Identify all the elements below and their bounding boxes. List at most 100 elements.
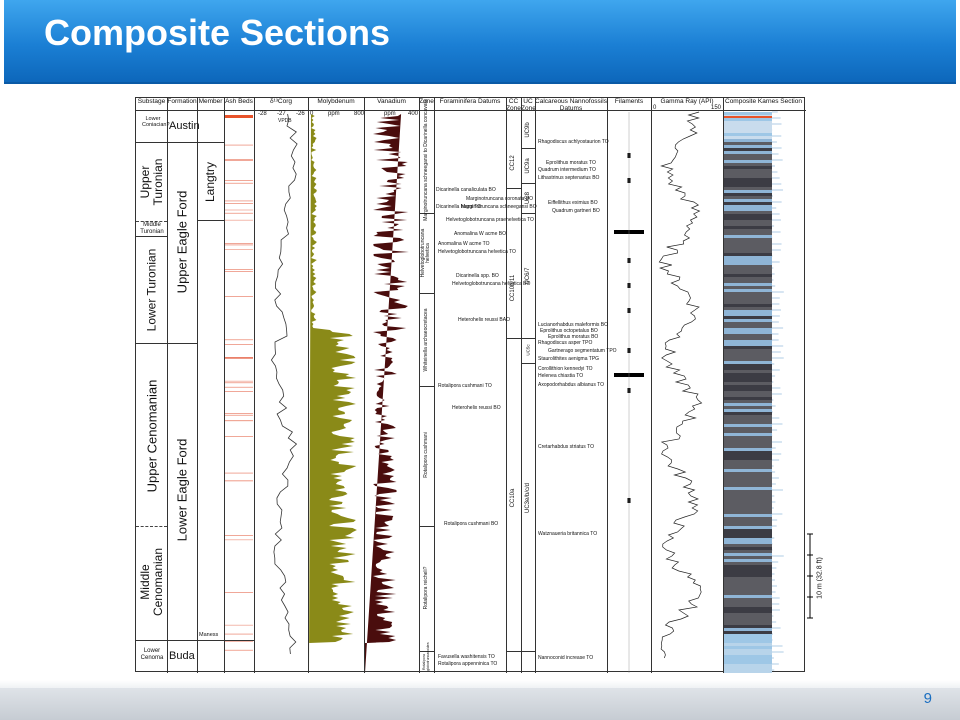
composite-layer xyxy=(724,166,772,169)
composite-layer xyxy=(724,346,772,349)
composite-layer xyxy=(724,589,772,592)
composite-layer xyxy=(724,361,772,364)
v-unit: ppm xyxy=(384,111,396,117)
zone-boundary xyxy=(419,213,434,214)
foram-datum: Helvetoglobotruncana helvetica BO xyxy=(452,281,531,287)
composite-layer xyxy=(724,553,772,556)
nanno-datum: Lithastrinus septenarius BO xyxy=(538,175,600,181)
boundary xyxy=(136,640,254,641)
sep xyxy=(197,98,198,673)
foram-datum: Heterohelix reussi BAO xyxy=(458,317,510,323)
composite-layer xyxy=(724,541,772,544)
composite-layer xyxy=(724,643,772,646)
composite-layer xyxy=(724,403,772,406)
col-formation: Formation xyxy=(167,98,197,105)
sep xyxy=(723,98,724,673)
composite-layer xyxy=(724,658,772,661)
composite-layer xyxy=(724,292,772,295)
composite-layer xyxy=(724,286,772,289)
composite-layer xyxy=(724,379,772,382)
composite-layer xyxy=(724,529,772,532)
composite-layer xyxy=(724,337,772,340)
sep xyxy=(167,98,168,673)
composite-layer xyxy=(724,655,772,658)
composite-layer xyxy=(724,301,772,304)
gr-max: 150 xyxy=(711,105,722,111)
nanno-datum: Helenea chiastia TO xyxy=(538,373,584,379)
d13c-tick: -27 xyxy=(277,111,286,117)
composite-layer xyxy=(724,415,772,418)
composite-layer xyxy=(724,544,772,547)
composite-layer xyxy=(724,280,772,283)
composite-layer xyxy=(724,388,772,391)
composite-layer xyxy=(724,625,772,628)
composite-layer xyxy=(724,400,772,403)
sep xyxy=(535,98,536,673)
composite-layer xyxy=(724,226,772,229)
composite-layer xyxy=(724,475,772,478)
col-filaments: Filaments xyxy=(614,98,644,105)
nanno-datum: Rhagodiscus asper TPO xyxy=(538,340,593,346)
composite-layer xyxy=(724,298,772,301)
composite-layer xyxy=(724,448,772,451)
composite-layer xyxy=(724,373,772,376)
boundary xyxy=(136,343,197,344)
composite-layer xyxy=(724,274,772,277)
composite-layer xyxy=(724,343,772,346)
col-gamma-ray: Gamma Ray (API) xyxy=(660,98,714,105)
composite-layer xyxy=(724,118,772,121)
nanno-datum: Staurolithites aenigma TPG xyxy=(538,356,600,362)
composite-layer xyxy=(724,253,772,256)
foram-datum: Helvetoglobotruncana praehelvetica TO xyxy=(446,217,534,223)
composite-layer xyxy=(724,622,772,625)
composite-layer xyxy=(724,502,772,505)
composite-layer xyxy=(724,268,772,271)
zone-boundary xyxy=(419,651,434,652)
composite-layer xyxy=(724,238,772,241)
d13c-tick: -26 xyxy=(296,111,305,117)
composite-layer xyxy=(724,427,772,430)
composite-layer xyxy=(724,520,772,523)
molybdenum-area xyxy=(309,114,357,673)
col-foraminifera: Foraminifera Datums xyxy=(439,98,501,105)
composite-layer xyxy=(724,358,772,361)
col-nannofossils: Calcareous Nannofossils Datums xyxy=(535,98,607,112)
col-zone: Zone xyxy=(419,98,434,105)
composite-layer xyxy=(724,493,772,496)
composite-layer xyxy=(724,586,772,589)
foram-datum: Favusella washitensis TO xyxy=(438,654,495,660)
composite-layer xyxy=(724,235,772,238)
composite-layer xyxy=(724,547,772,550)
foram-datum: Marginotruncana schneegansi BO xyxy=(461,204,537,210)
vanadium-area xyxy=(365,114,409,673)
gr-min: 0 xyxy=(653,105,657,111)
page-number: 9 xyxy=(923,690,932,707)
composite-layer xyxy=(724,664,772,667)
col-cc-zone: CC Zone xyxy=(506,98,521,112)
composite-layer xyxy=(724,154,772,157)
composite-layer xyxy=(724,514,772,517)
footer-bar xyxy=(0,688,960,720)
boundary-dashed xyxy=(136,526,167,527)
composite-layer xyxy=(724,262,772,265)
composite-layer xyxy=(724,649,772,652)
composite-layer xyxy=(724,538,772,541)
uc-boundary xyxy=(521,338,535,339)
nanno-datum: Eprolithus octopetalus BO xyxy=(540,328,598,334)
nanno-datum: Eiffellithus eximius BO xyxy=(548,200,598,206)
composite-layer xyxy=(724,172,772,175)
composite-layer xyxy=(724,532,772,535)
foram-datum: Dicarinella spp. BO xyxy=(456,273,499,279)
nanno-datum: Quadrum gartneri BO xyxy=(552,208,600,214)
composite-layer xyxy=(724,508,772,511)
composite-layer xyxy=(724,376,772,379)
header-divider xyxy=(136,110,806,111)
zone-boundary xyxy=(419,386,434,387)
composite-ash xyxy=(724,116,772,118)
composite-layer xyxy=(724,190,772,193)
composite-layer xyxy=(724,241,772,244)
composite-layer xyxy=(724,646,772,649)
composite-layer xyxy=(724,229,772,232)
composite-layer xyxy=(724,484,772,487)
composite-layer xyxy=(724,277,772,280)
